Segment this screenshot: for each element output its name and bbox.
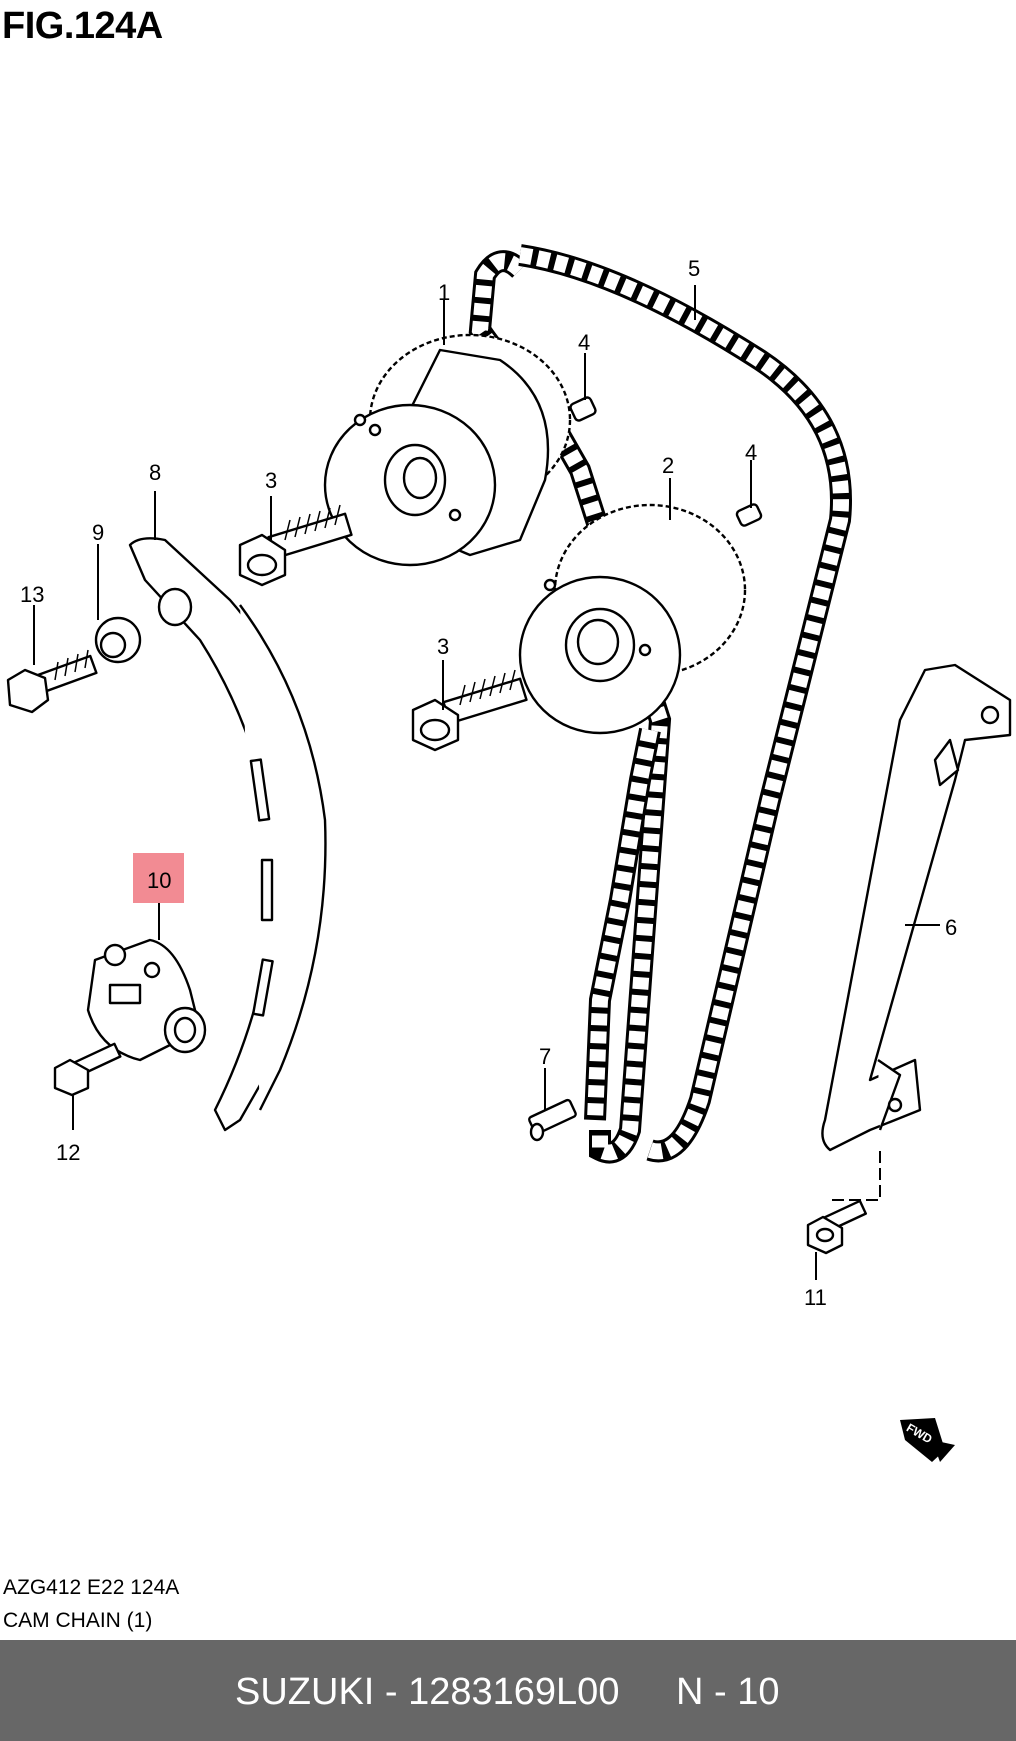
- callout-2: 2: [662, 453, 674, 478]
- chain-tensioner: [86, 938, 207, 1062]
- callout-13: 13: [20, 582, 44, 607]
- fixed-guide-bolt: [806, 1199, 868, 1255]
- dowel-pin-lower: [735, 503, 763, 527]
- footer-bar: SUZUKI - 1283169L00 N - 10: [0, 1640, 1016, 1741]
- figure-title: FIG.124A: [2, 5, 163, 47]
- guide-bolt: [6, 649, 98, 714]
- callout-12: 12: [56, 1140, 80, 1165]
- callout-4-upper: 4: [578, 330, 590, 355]
- dowel-pin-upper: [569, 396, 597, 422]
- callout-labels: 1 2 3 3 4 4 5 6 7 8 9 10 11 12 13: [20, 256, 957, 1310]
- callout-9: 9: [92, 520, 104, 545]
- group-name: CAM CHAIN (1): [3, 1609, 153, 1632]
- callout-5: 5: [688, 256, 700, 281]
- camshaft-sprocket-lower: [518, 503, 747, 735]
- sprocket-bolt-lower: [411, 669, 528, 752]
- fwd-direction-arrow: FWD: [900, 1418, 955, 1462]
- guide-pin: [528, 1098, 577, 1142]
- callout-4-lower: 4: [745, 440, 757, 465]
- footer-brand-part-number: SUZUKI - 1283169L00: [235, 1671, 620, 1713]
- camshaft-sprocket-upper: [323, 333, 572, 567]
- callout-7: 7: [539, 1044, 551, 1069]
- callout-8: 8: [149, 460, 161, 485]
- callout-3-upper: 3: [265, 468, 277, 493]
- callout-3-lower: 3: [437, 634, 449, 659]
- exploded-parts-diagram: FWD 1 2 3 3 4 4 5 6 7 8 9 10 11 12: [6, 244, 1012, 1462]
- callout-6: 6: [945, 915, 957, 940]
- callout-1: 1: [438, 280, 450, 305]
- leader-lines: [33, 285, 940, 1280]
- catalog-code: AZG412 E22 124A: [3, 1576, 180, 1599]
- callout-11: 11: [804, 1285, 827, 1310]
- fixed-chain-guide: [821, 663, 1012, 1152]
- callout-10-highlight: [133, 853, 184, 903]
- chain-tensioner-guide: [128, 537, 327, 1132]
- washer: [94, 616, 142, 664]
- tensioner-bolt: [53, 1042, 122, 1097]
- footer-reference: N - 10: [676, 1671, 780, 1713]
- callout-10: 10: [147, 868, 171, 893]
- sprocket-bolt-upper: [238, 504, 353, 587]
